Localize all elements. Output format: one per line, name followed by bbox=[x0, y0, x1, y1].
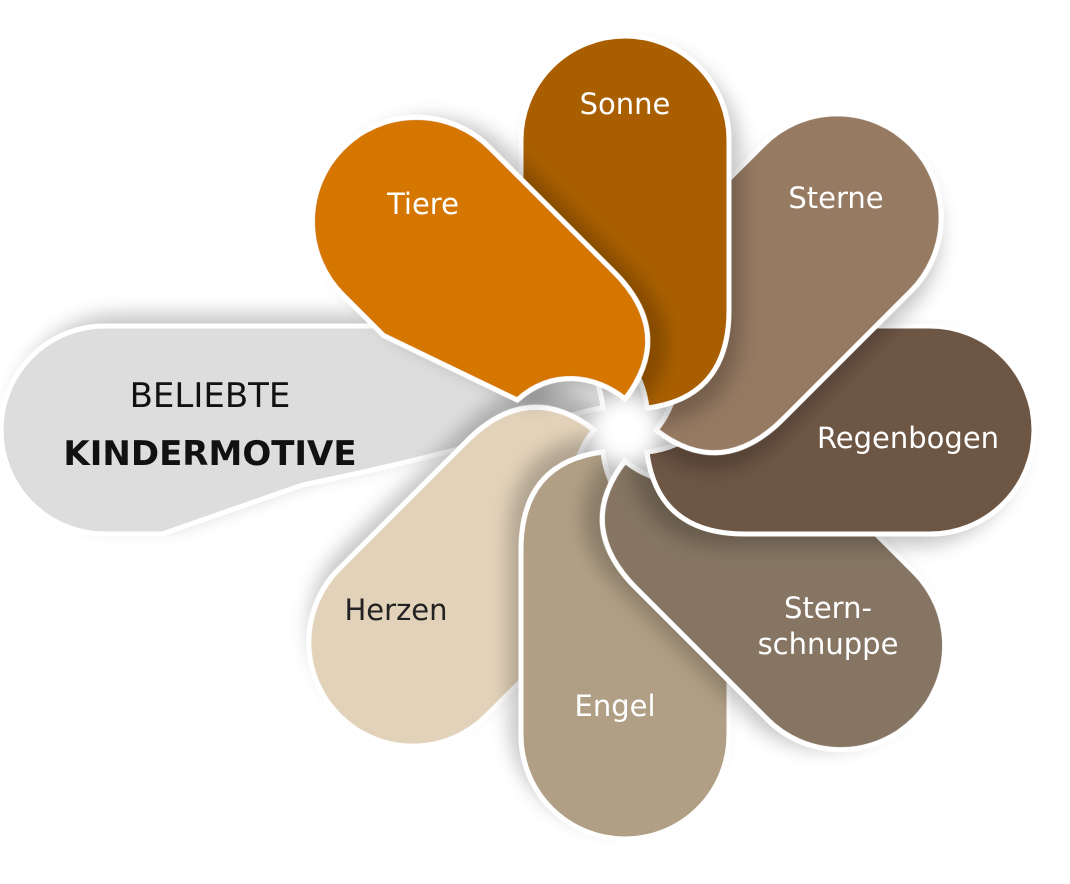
label-herzen: Herzen bbox=[344, 593, 448, 627]
petal bbox=[309, 114, 651, 404]
label-regenbogen: Regenbogen bbox=[816, 421, 1000, 455]
label-tiere: Tiere bbox=[387, 187, 459, 221]
label-line: Stern- bbox=[784, 591, 872, 625]
label-sternschnuppe: Stern- schnuppe bbox=[758, 590, 899, 662]
diagram-title: BELIEBTE KINDERMOTIVE bbox=[63, 367, 356, 483]
title-line2: KINDERMOTIVE bbox=[63, 434, 357, 474]
label-line: schnuppe bbox=[757, 627, 899, 661]
label-engel: Engel bbox=[574, 689, 656, 723]
label-sterne: Sterne bbox=[788, 181, 884, 215]
label-sonne: Sonne bbox=[579, 87, 671, 121]
title-line1: BELIEBTE bbox=[129, 376, 291, 416]
